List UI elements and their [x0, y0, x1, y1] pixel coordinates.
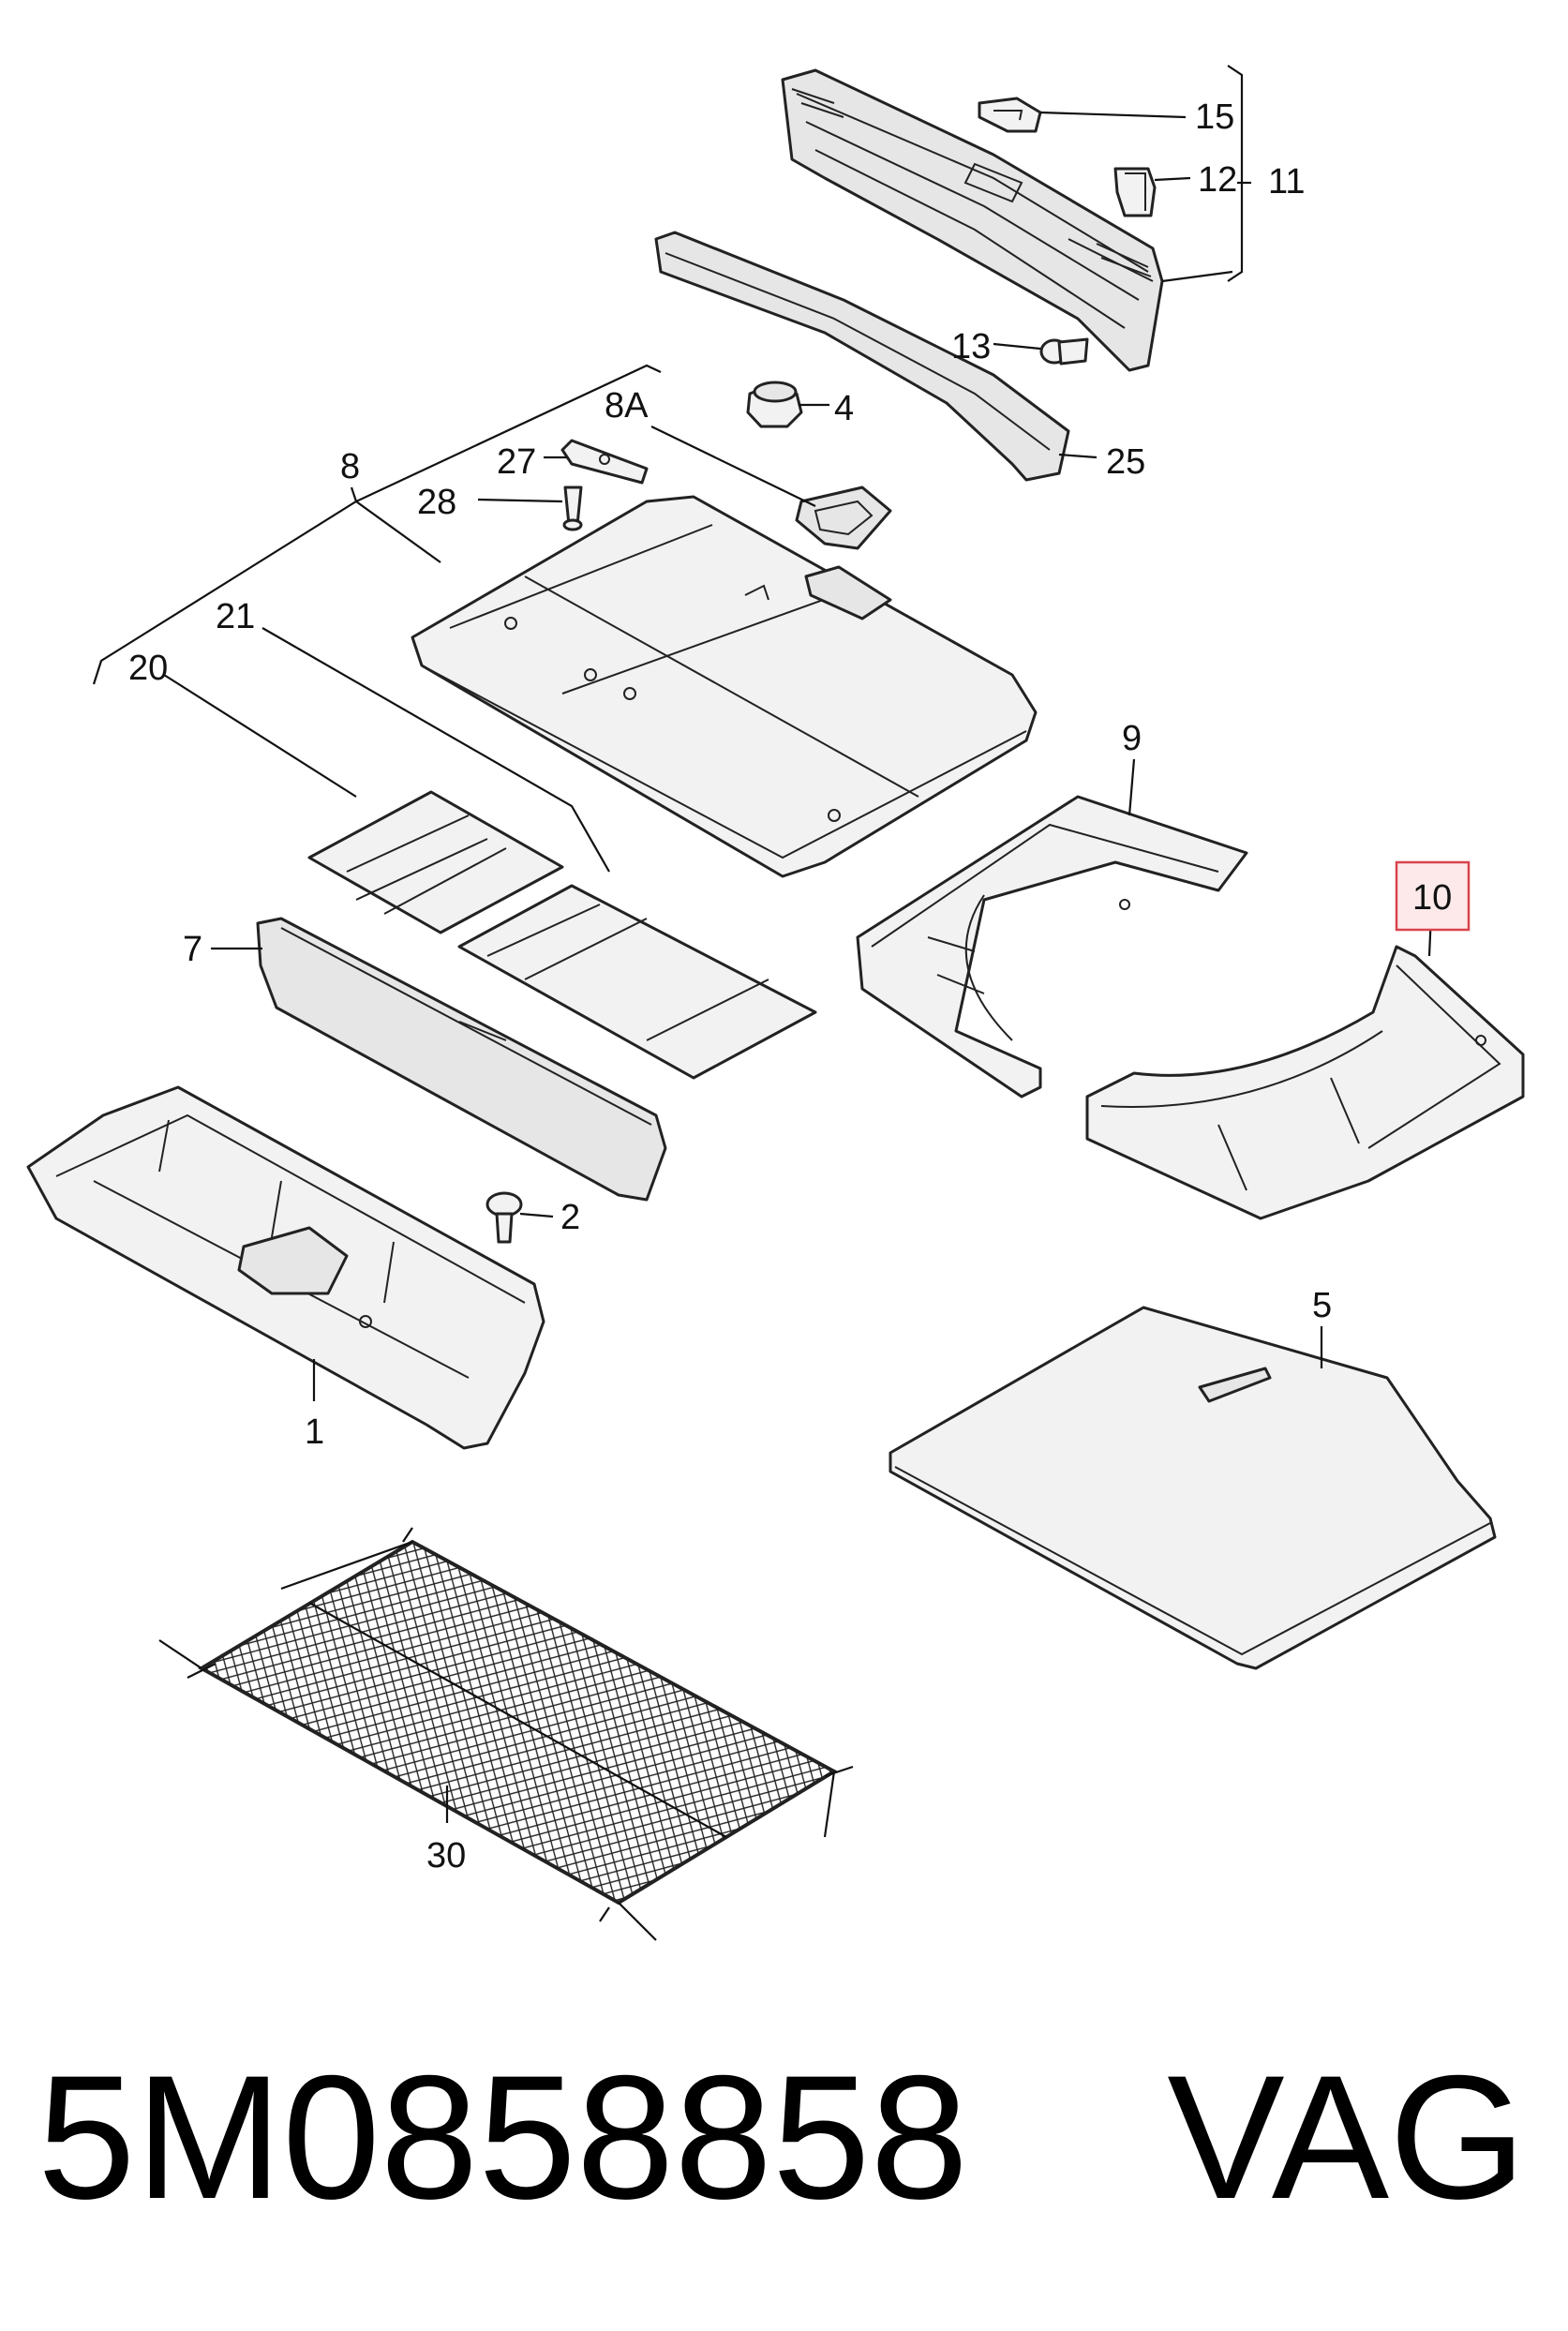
part-8-floor-panel	[411, 495, 1038, 878]
part-12-clip-nut	[1113, 167, 1157, 217]
callout-9: 9	[1122, 719, 1142, 758]
callout-30: 30	[426, 1836, 466, 1875]
part-5-boot-carpet	[889, 1306, 1497, 1670]
callout-11: 11	[1268, 162, 1305, 202]
part-28-screw	[562, 486, 583, 531]
part-4-clip	[746, 381, 803, 428]
callout-8A: 8A	[605, 386, 649, 426]
part-30-luggage-net	[158, 1527, 854, 1941]
part-21-mat	[457, 884, 817, 1080]
callout-1: 1	[305, 1412, 324, 1452]
part-7-trim-bar	[256, 917, 667, 1202]
part-number: 5M0858858	[37, 2039, 969, 2235]
callout-12: 12	[1198, 160, 1237, 200]
part-10-wheel-insert	[1085, 945, 1525, 1220]
callout-4: 4	[834, 389, 854, 428]
bracket-11	[1227, 65, 1244, 282]
callout-2: 2	[560, 1198, 580, 1237]
callout-7: 7	[183, 930, 202, 969]
footer: 5M0858858 VAG	[37, 2034, 1526, 2240]
part-20-mat	[307, 790, 564, 934]
part-25-sill-strip	[654, 231, 1070, 482]
part-2-screw	[485, 1191, 523, 1244]
callout-15: 15	[1195, 97, 1234, 137]
part-9-wheel-insert	[856, 795, 1248, 1098]
callout-5: 5	[1312, 1286, 1332, 1325]
part-1-floor-tray	[26, 1085, 545, 1450]
callout-21: 21	[216, 597, 255, 636]
highlight-box	[1395, 860, 1471, 932]
callout-20: 20	[128, 649, 168, 688]
leader-lines	[163, 111, 1433, 1823]
part-11-trim-panel	[781, 68, 1164, 372]
callout-28: 28	[417, 483, 456, 522]
part-15-clip	[978, 97, 1042, 133]
part-8A-handle	[795, 486, 892, 550]
callout-13: 13	[951, 327, 991, 366]
part-27-hinge	[560, 439, 649, 485]
callout-25: 25	[1106, 442, 1145, 482]
callout-10: 10	[1412, 878, 1452, 918]
brand: VAG	[1167, 2039, 1527, 2235]
callout-labels: 15 12 11 13 4 8A 25 27 8 28 21 20 9 10 7…	[128, 97, 1452, 1875]
part-13-expanding-rivet	[1039, 337, 1089, 366]
callout-8: 8	[340, 447, 360, 486]
callout-27: 27	[497, 442, 536, 482]
